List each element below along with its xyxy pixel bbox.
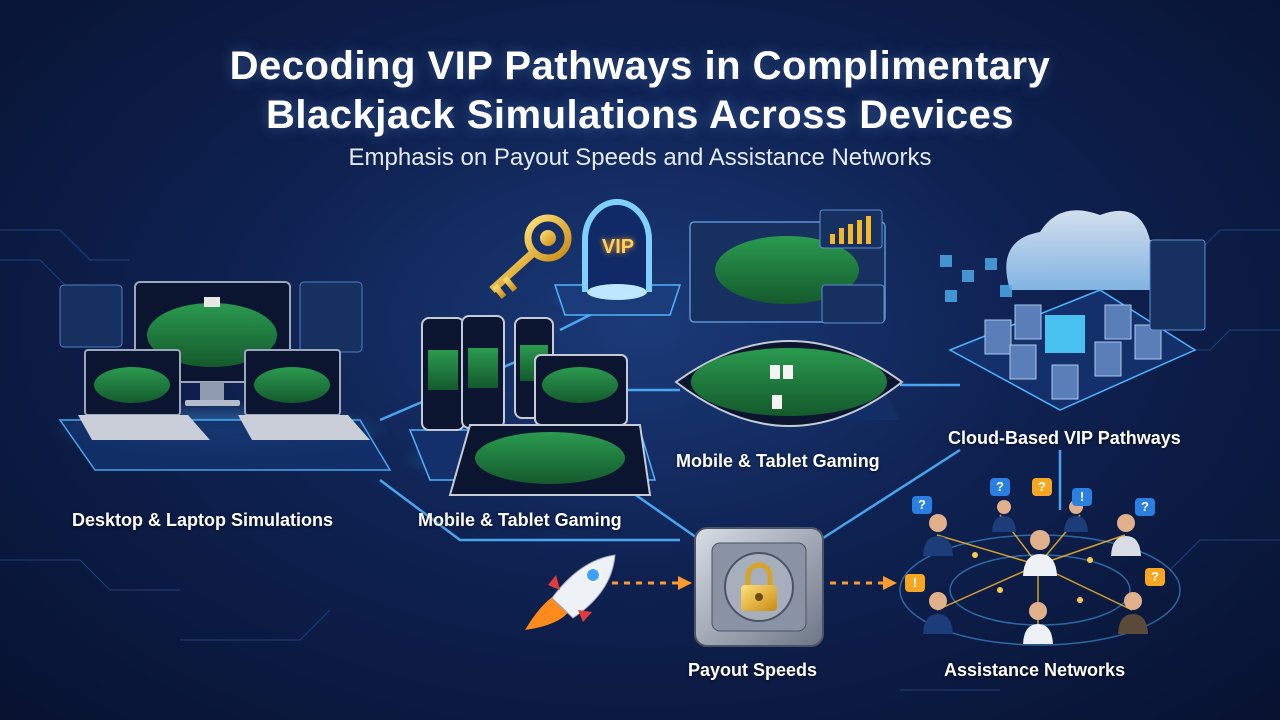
question-bubble-icon: ? [1032, 478, 1052, 496]
page-title-line1: Decoding VIP Pathways in Complimentary [229, 44, 1051, 88]
cloud-section-label: Cloud-Based VIP Pathways [948, 428, 1181, 448]
person-avatar-icon [1108, 512, 1144, 556]
question-bubble-icon: ? [990, 478, 1010, 496]
dashboard-table-illustration [674, 209, 904, 427]
person-avatar-icon [920, 512, 956, 556]
question-bubble-icon: ? [912, 496, 932, 514]
vip-arch-icon [550, 199, 682, 316]
cloud-server-illustration [940, 210, 1206, 411]
question-bubble-icon: ! [1072, 488, 1092, 506]
page-title-line2: Blackjack Simulations Across Devices [266, 93, 1014, 137]
page-subtitle: Emphasis on Payout Speeds and Assistance… [348, 144, 932, 171]
vip-badge: VIP [601, 236, 635, 258]
payout-section-label: Payout Speeds [688, 660, 818, 680]
assistance-section-label: Assistance Networks [944, 660, 1126, 680]
mobile-center-section-label: Mobile & Tablet Gaming [676, 451, 880, 471]
question-bubble-icon: ! [905, 574, 925, 592]
person-avatar-icon [1115, 590, 1151, 634]
person-avatar-icon [1020, 600, 1056, 644]
person-avatar-icon [990, 498, 1018, 532]
person-avatar-icon [920, 590, 956, 634]
rocket-icon [525, 554, 616, 630]
mobile-tablet-illustration-left [400, 315, 657, 496]
vault-lock-icon [694, 527, 824, 647]
desktop-section-label: Desktop & Laptop Simulations [72, 510, 334, 530]
desktop-laptop-illustration [50, 281, 392, 471]
key-icon [489, 214, 572, 299]
question-bubble-icon: ? [1135, 498, 1155, 516]
question-bubble-icon: ? [1145, 568, 1165, 586]
person-avatar-icon [1020, 528, 1060, 576]
mobile-left-section-label: Mobile & Tablet Gaming [418, 510, 622, 530]
cloud-icon [1006, 210, 1168, 290]
